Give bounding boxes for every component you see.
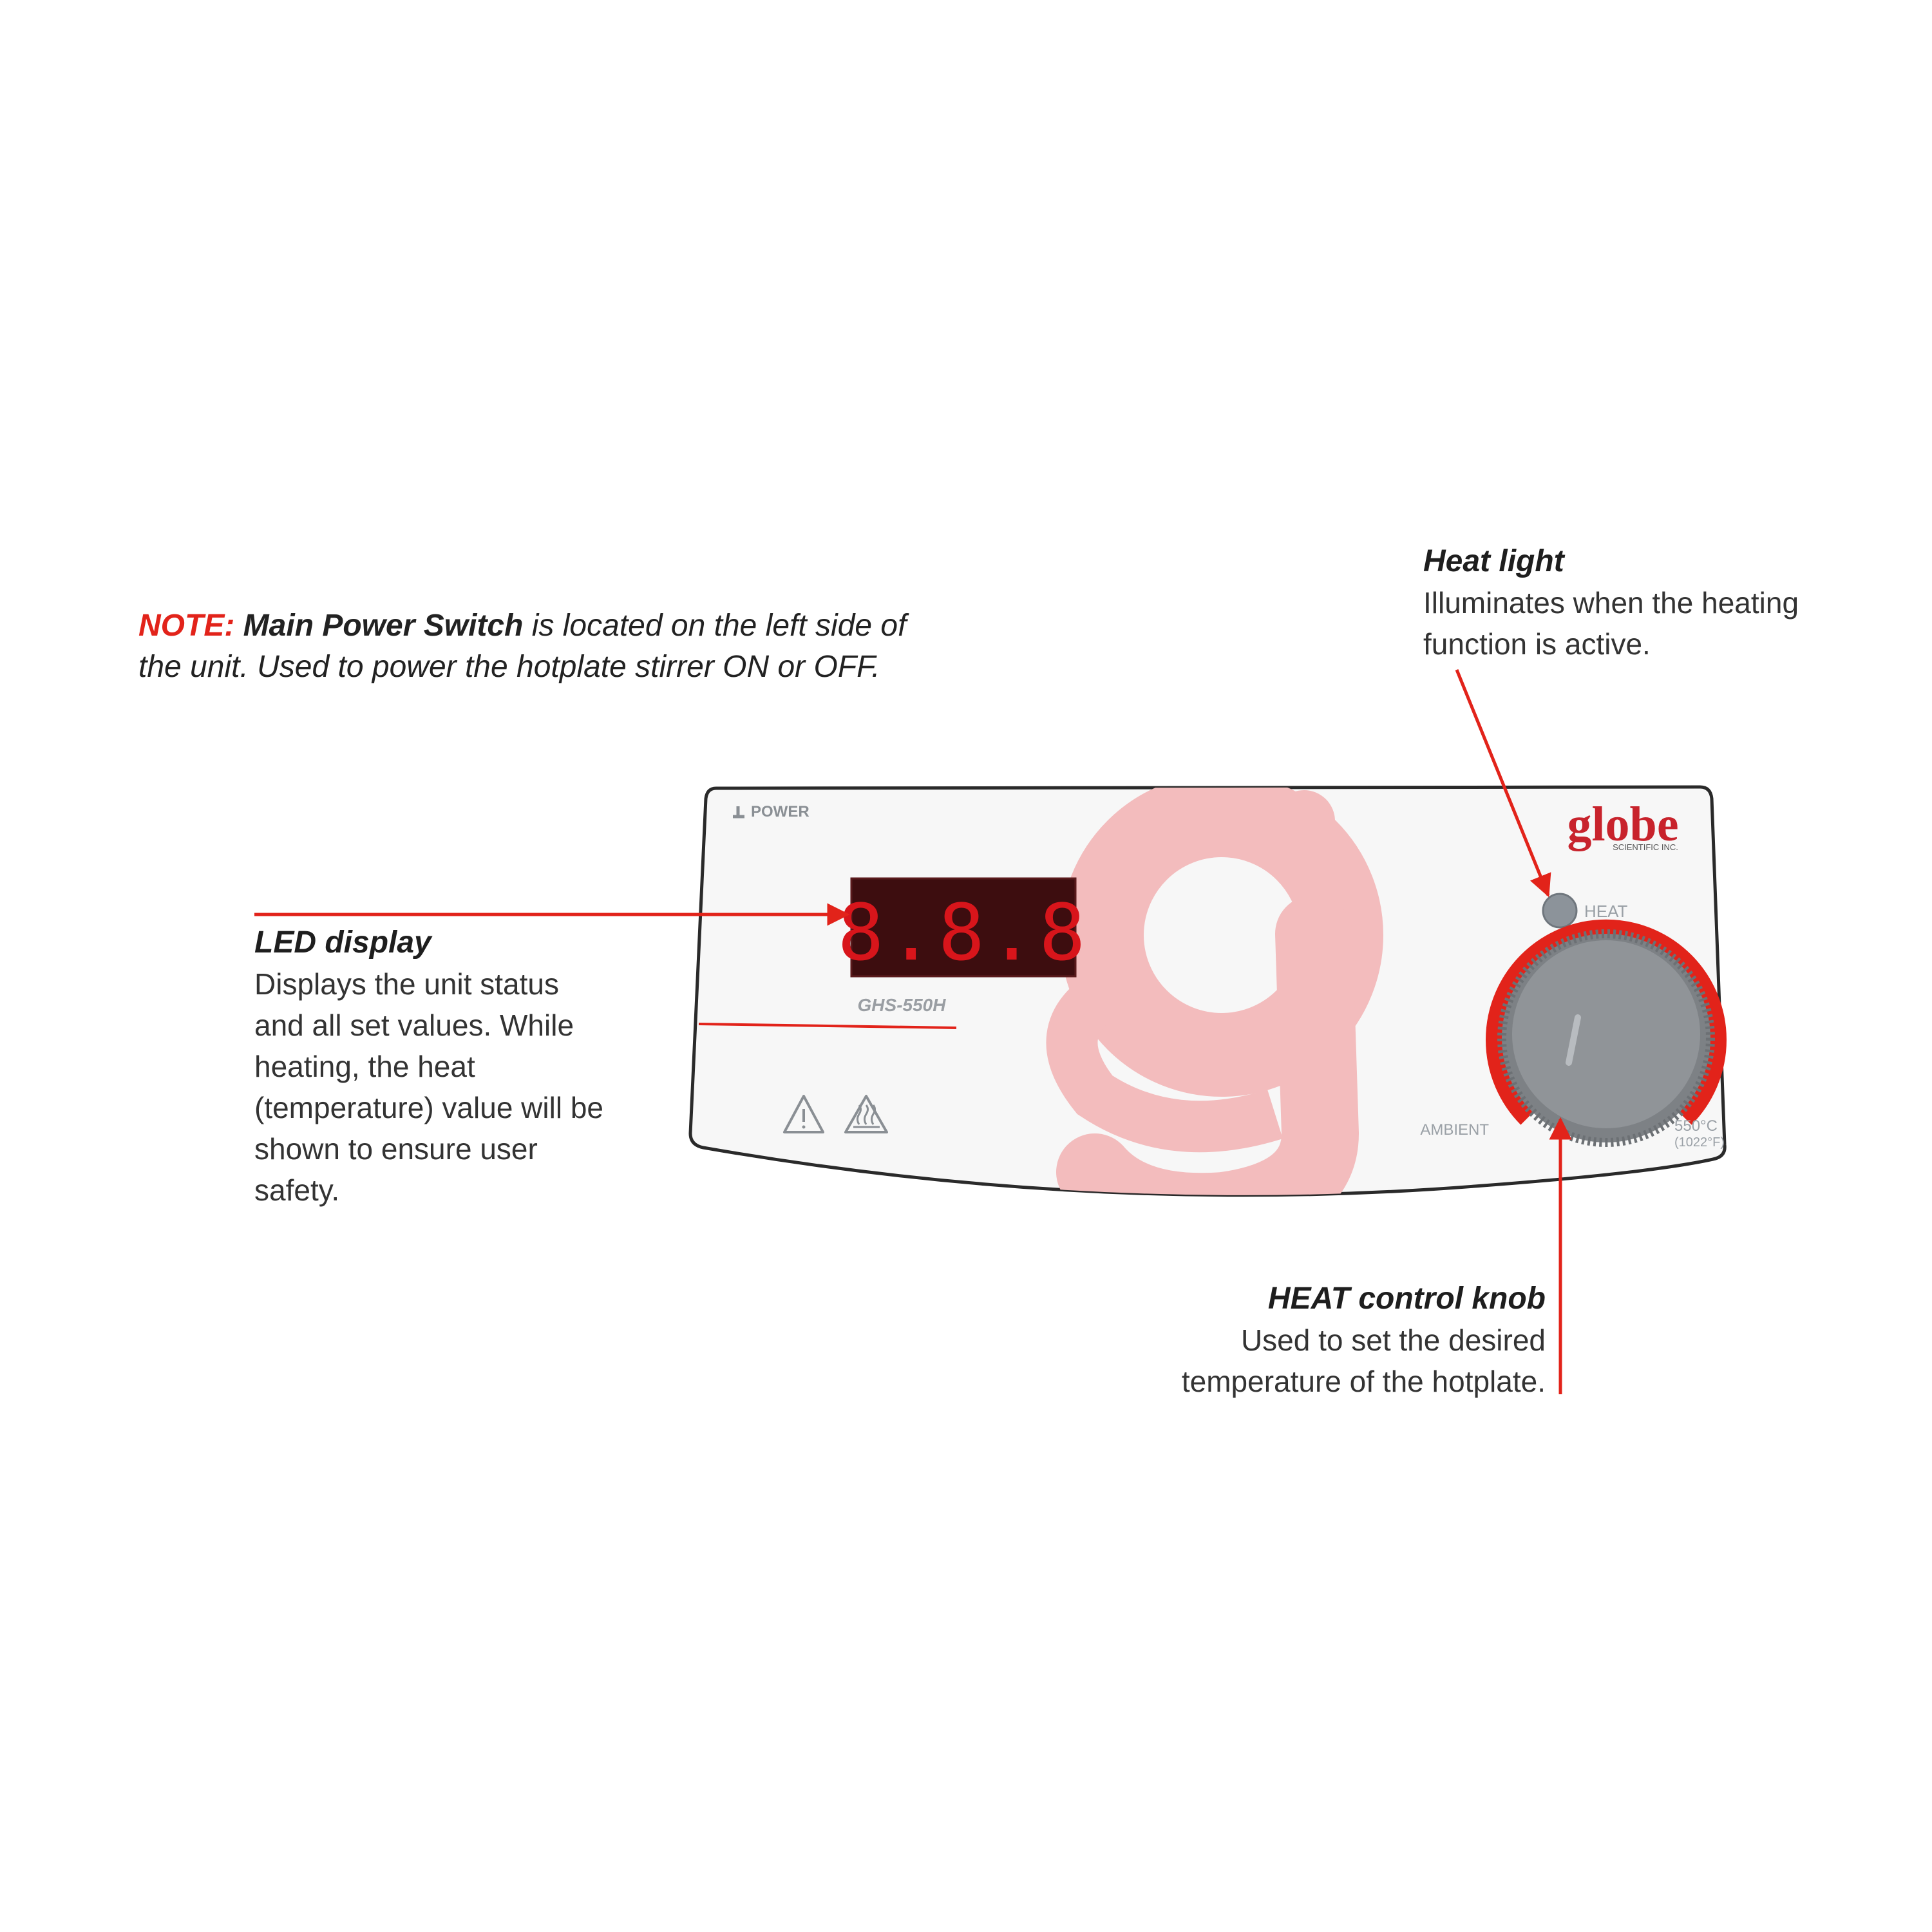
note-text: is located on the left side of the unit.… (138, 609, 907, 684)
heat-light-callout: Heat light Illuminates when the heating … (1423, 541, 1842, 665)
heat-light-leader (1455, 669, 1551, 898)
knob-min-label: AMBIENT (1420, 1121, 1489, 1139)
heat-indicator-light (1542, 893, 1578, 929)
power-icon (733, 806, 744, 819)
knob-range-arc (1486, 919, 1727, 1125)
heat-label: HEAT (1584, 902, 1628, 921)
power-label: POWER (751, 803, 810, 820)
logo-watermark (1046, 787, 1383, 1195)
warning-triangle-icon (783, 1095, 824, 1133)
note-label: NOTE: (138, 609, 235, 643)
logo-subtitle: SCIENTIFIC INC. (1613, 842, 1678, 852)
led-display (850, 877, 1077, 978)
model-label: GHS-550H (858, 995, 947, 1015)
led-display-title: LED display (254, 925, 431, 960)
led-display-description: Displays the unit status and all set val… (254, 967, 604, 1207)
led-display-callout: LED display Displays the unit status and… (254, 922, 615, 1211)
heat-knob-callout: HEAT control knob Used to set the desire… (1153, 1278, 1546, 1402)
model-underline (698, 1023, 957, 1029)
globe-logo: globe (1567, 797, 1678, 851)
heat-knob-description: Used to set the desired temperature of t… (1181, 1323, 1546, 1398)
led-digits: 8.8.8 (837, 889, 1089, 978)
knob-max-celsius: 550°C (1674, 1117, 1718, 1135)
power-switch-note: NOTE: Main Power Switch is located on th… (138, 605, 911, 688)
heat-light-title: Heat light (1423, 544, 1564, 578)
note-strong: Main Power Switch (243, 609, 524, 643)
heat-control-knob[interactable] (1486, 919, 1727, 1147)
knob-pointer (1566, 1014, 1581, 1066)
heat-light-description: Illuminates when the heating function is… (1423, 586, 1799, 661)
knob-max-fahrenheit: (1022°F) (1674, 1135, 1725, 1150)
hot-surface-icon (844, 1095, 888, 1133)
heat-knob-title: HEAT control knob (1267, 1282, 1546, 1316)
